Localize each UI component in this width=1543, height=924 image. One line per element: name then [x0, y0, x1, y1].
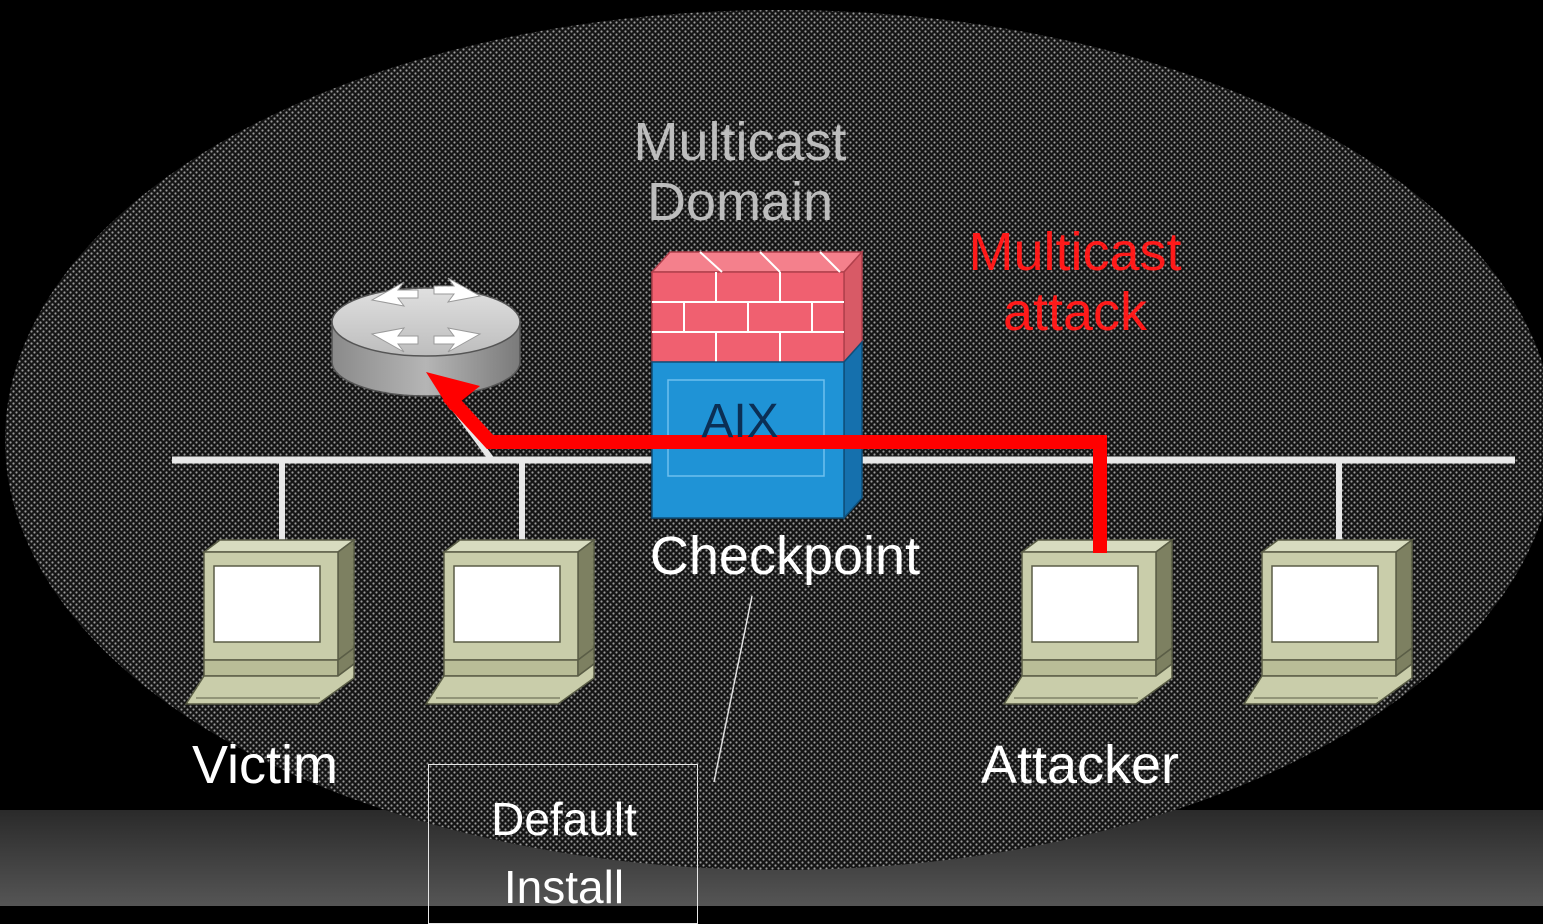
firewall-icon [650, 250, 864, 520]
attacker-label: Attacker [980, 735, 1180, 795]
checkpoint-label: Checkpoint [649, 526, 921, 586]
computer-icon-attacker [1003, 539, 1173, 705]
attack-path [426, 372, 1107, 553]
computer-icon-pc2 [425, 539, 595, 705]
computer-icon-pc4 [1243, 539, 1413, 705]
victim-label: Victim [191, 735, 339, 795]
aix-label: AIX [701, 395, 779, 448]
computer-icon-victim [185, 539, 355, 705]
router-icon [331, 277, 521, 397]
callout-text: Default Install [491, 793, 637, 913]
default-install-callout: Default Install [428, 764, 698, 924]
callout-leader-line [713, 595, 753, 783]
